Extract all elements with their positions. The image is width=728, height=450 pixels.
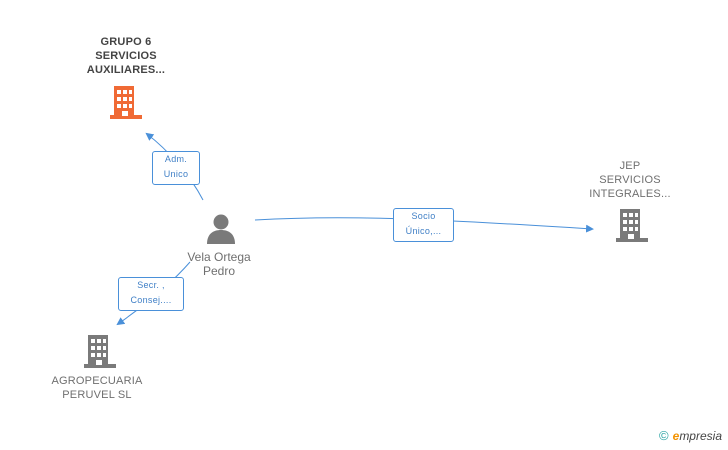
person-label-line: Pedro (202, 264, 236, 278)
edge-label-adm: Adm. Unico (152, 151, 200, 185)
company-label-agropecuaria[interactable]: AGROPECUARIA PERUVEL SL (37, 374, 157, 402)
company-label-line: PERUVEL SL (62, 389, 132, 401)
brand-initial: e (672, 429, 680, 443)
company-label-line: AUXILIARES... (86, 64, 166, 76)
person-label[interactable]: Vela Ortega Pedro (159, 250, 279, 278)
edge-label-line: Único,... (405, 226, 442, 236)
company-label-line: SERVICIOS (95, 50, 157, 62)
person-label-line: Vela Ortega (187, 250, 251, 264)
company-label-line: SERVICIOS (599, 174, 661, 186)
edge-label-line: Adm. (164, 154, 188, 164)
building-icon[interactable] (110, 86, 142, 119)
edge-label-secr: Secr. , Consej.... (118, 277, 184, 311)
edge-label-line: Unico (163, 169, 189, 179)
edge-label-line: Consej.... (130, 295, 172, 305)
brand-footer[interactable]: ©empresia (659, 428, 722, 443)
company-label-line: AGROPECUARIA (51, 375, 143, 387)
edge-label-line: Socio (411, 211, 436, 221)
company-label-jep[interactable]: JEP SERVICIOS INTEGRALES... (570, 159, 690, 201)
edge-to-jep (254, 217, 594, 233)
copyright-symbol: © (659, 428, 669, 443)
company-label-line: GRUPO 6 (100, 36, 152, 48)
person-icon[interactable] (206, 213, 236, 244)
company-label-line: INTEGRALES... (589, 188, 671, 200)
edge-label-line: Secr. , (137, 280, 165, 290)
company-label-line: JEP (619, 160, 641, 172)
company-label-grupo6[interactable]: GRUPO 6 SERVICIOS AUXILIARES... (66, 35, 186, 77)
building-icon[interactable] (616, 209, 648, 242)
brand-name: mpresia (679, 429, 722, 443)
edge-label-socio: Socio Único,... (393, 208, 454, 242)
building-icon[interactable] (84, 335, 116, 368)
